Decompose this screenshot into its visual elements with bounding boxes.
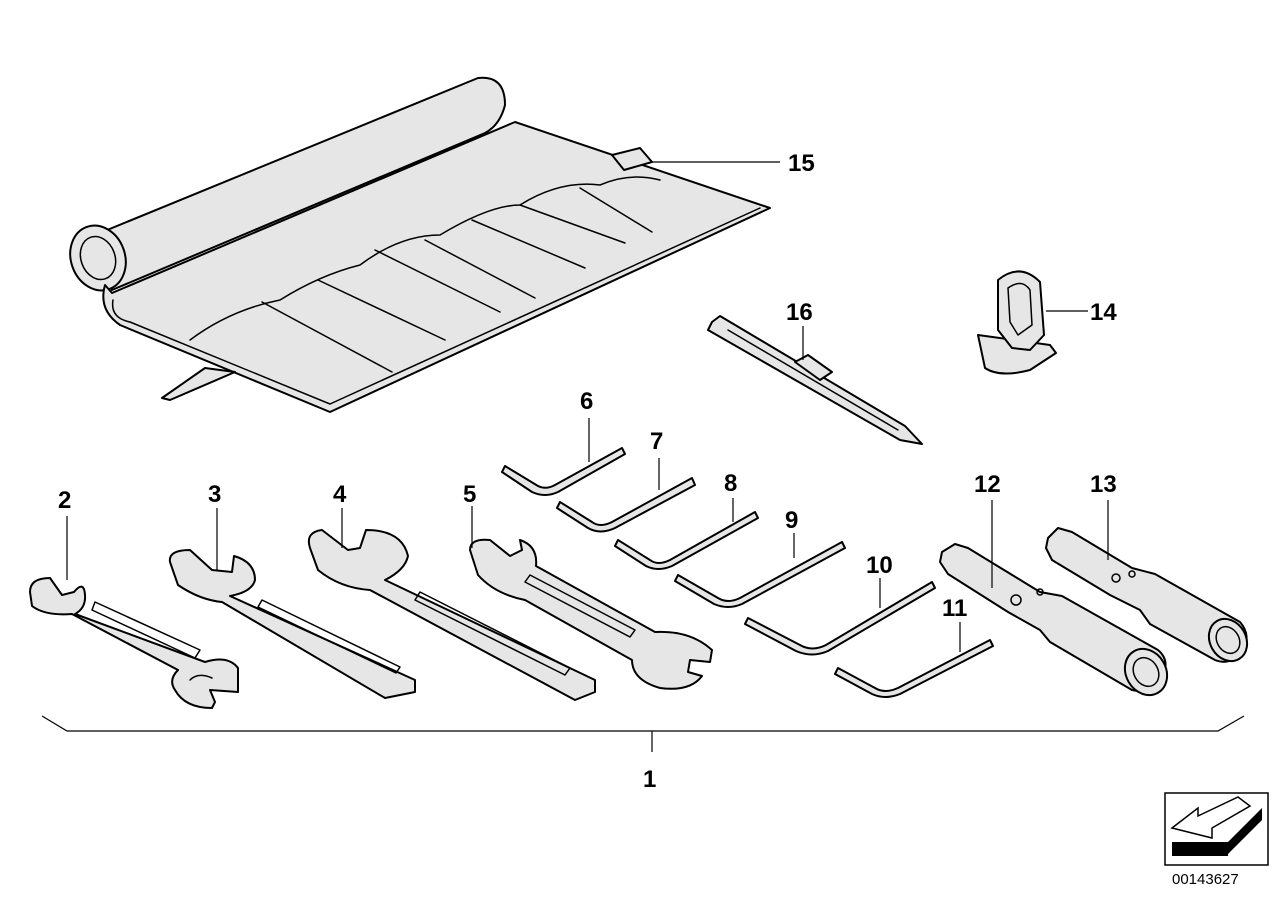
callout-2: 2 — [58, 487, 71, 514]
callout-5: 5 — [463, 481, 476, 508]
set-bracket — [41, 715, 1245, 752]
tool-roll-bag[interactable] — [61, 76, 771, 413]
callout-11: 11 — [942, 595, 967, 622]
box-spanner-12[interactable] — [939, 543, 1175, 703]
arrow-icon — [1164, 792, 1269, 866]
callout-12: 12 — [974, 471, 1001, 498]
callout-13: 13 — [1090, 471, 1117, 498]
callout-1: 1 — [643, 766, 656, 793]
callout-15: 15 — [788, 150, 815, 177]
hex-key-7[interactable] — [556, 477, 696, 533]
hex-key-9[interactable] — [674, 541, 846, 608]
hex-key-11[interactable] — [834, 639, 994, 698]
callout-14: 14 — [1090, 299, 1117, 326]
wrench-5[interactable] — [469, 538, 713, 690]
callout-3: 3 — [208, 481, 221, 508]
screwdriver[interactable] — [707, 315, 923, 445]
document-number: 00143627 — [1172, 871, 1239, 888]
box-spanner-13[interactable] — [1045, 527, 1255, 668]
wrench-4[interactable] — [307, 529, 596, 701]
wrench-2[interactable] — [29, 577, 239, 709]
callout-8: 8 — [724, 470, 737, 497]
hex-key-8[interactable] — [614, 511, 759, 570]
hex-key-10[interactable] — [744, 581, 936, 656]
callout-10: 10 — [866, 552, 893, 579]
wrench-3[interactable] — [168, 549, 416, 699]
clip[interactable] — [977, 270, 1057, 375]
hex-key-6[interactable] — [501, 447, 626, 496]
callout-7: 7 — [650, 428, 663, 455]
callout-16: 16 — [786, 299, 813, 326]
callout-6: 6 — [580, 388, 593, 415]
callout-4: 4 — [333, 481, 347, 508]
callout-9: 9 — [785, 507, 798, 534]
